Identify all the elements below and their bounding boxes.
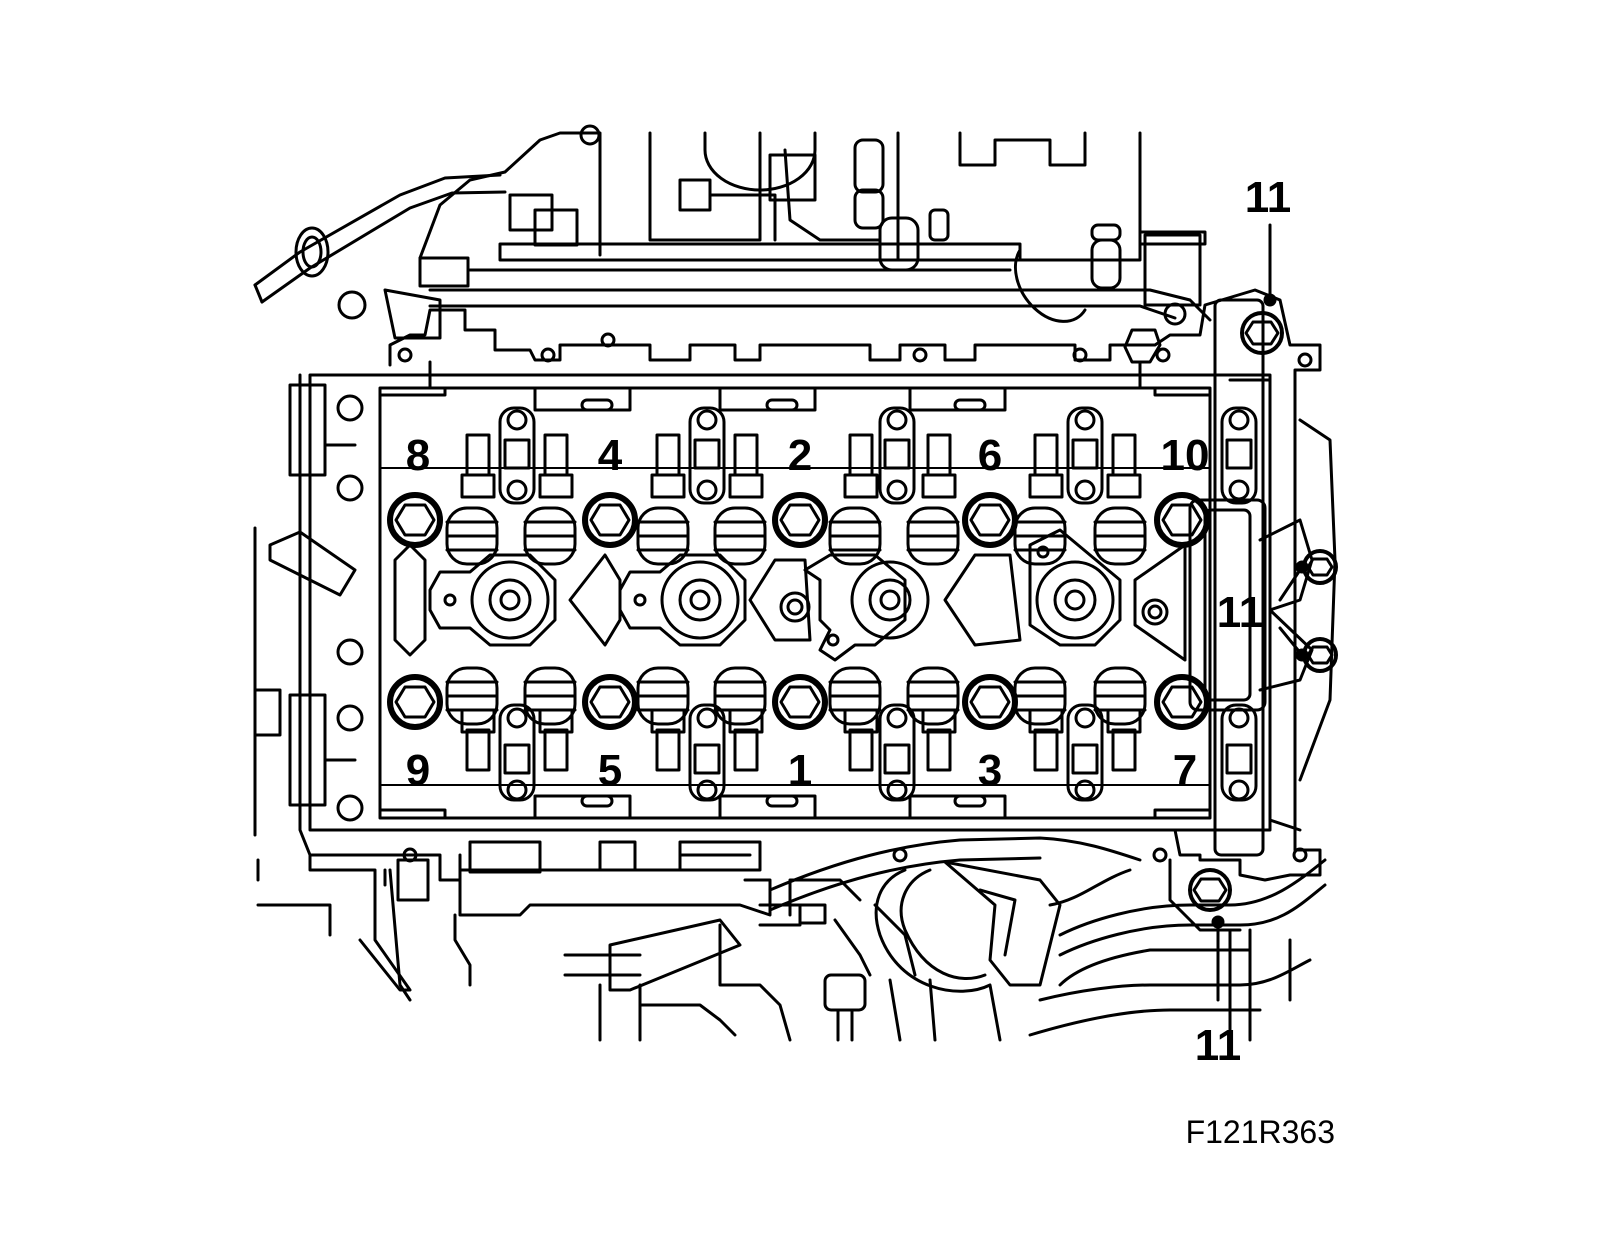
label-1: 1 — [788, 746, 812, 795]
bolt-11-right-upper — [1278, 549, 1338, 602]
label-4: 4 — [598, 431, 623, 480]
upper-components — [253, 124, 1212, 364]
label-8: 8 — [406, 431, 430, 480]
bolts-11 — [1188, 223, 1338, 1002]
head-bolt-8 — [387, 492, 443, 548]
label-7: 7 — [1173, 746, 1197, 795]
head-bolt-1 — [772, 674, 828, 730]
bolt-11-bottom — [1188, 868, 1232, 1002]
figure-code: F121R363 — [1186, 1114, 1335, 1150]
spark-plug-wells — [393, 528, 1187, 662]
head-bolt-4 — [582, 492, 638, 548]
head-bolt-9 — [387, 674, 443, 730]
label-3: 3 — [978, 746, 1002, 795]
cylinder-head — [253, 288, 1337, 1042]
head-bolt-7 — [1154, 674, 1210, 730]
label-5: 5 — [598, 746, 622, 795]
head-bolt-6 — [962, 492, 1018, 548]
head-bolt-2 — [772, 492, 828, 548]
bolt-labels: 8 4 2 6 10 9 5 1 3 7 11 11 11 — [406, 173, 1292, 1070]
label-9: 9 — [406, 746, 430, 795]
label-2: 2 — [788, 431, 812, 480]
head-bolt-3 — [962, 674, 1018, 730]
bolt-11-right-lower — [1278, 626, 1338, 673]
head-bolt-10 — [1154, 492, 1210, 548]
label-10: 10 — [1161, 431, 1210, 480]
cam-caps — [460, 406, 1258, 802]
head-bolt-5 — [582, 674, 638, 730]
head-bolts — [387, 492, 1210, 730]
bolt-11-top — [1240, 223, 1284, 355]
label-6: 6 — [978, 431, 1002, 480]
label-11-bottom: 11 — [1195, 1021, 1242, 1070]
label-11-top: 11 — [1245, 173, 1292, 222]
label-11-right: 11 — [1217, 588, 1264, 637]
